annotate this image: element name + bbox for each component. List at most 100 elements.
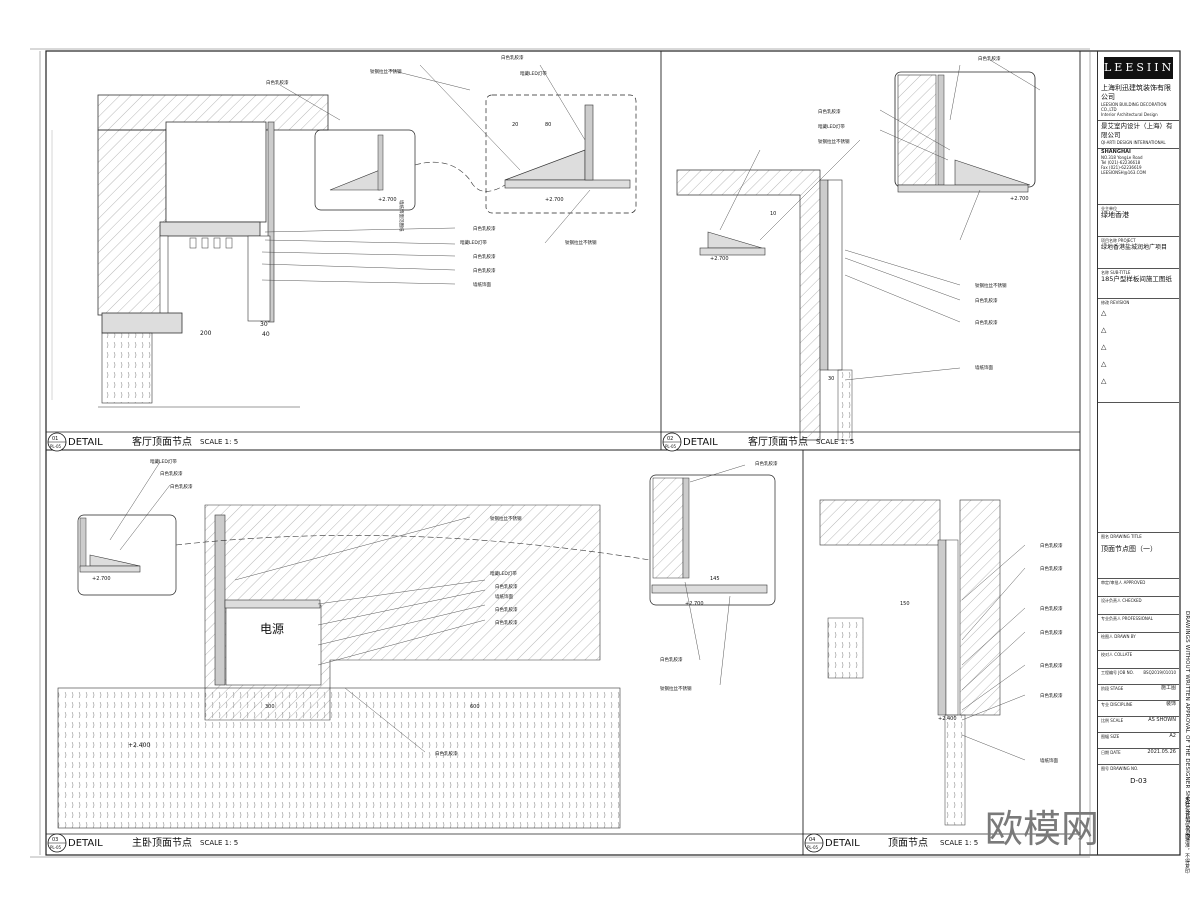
company-logo: LEESIIN (1104, 57, 1173, 79)
detail-04: 150 +2.400 白色乳胶漆 白色乳胶漆 白色乳胶漆 白色乳胶漆 白色乳胶漆… (819, 499, 1063, 826)
detail-01: 200 30 40 +2.700 +2.700 80 20 墙纸饰面见图纸 白色… (51, 54, 637, 408)
drawing-title: 顶面节点图（一） (1101, 545, 1157, 553)
tag-p4-paint-f: 白色乳胶漆 (1040, 692, 1063, 699)
caption-03-title: 主卧顶面节点 (132, 836, 192, 849)
company-en2: Interior Architectural Design (1101, 112, 1158, 117)
date-label: 日期 DATE (1101, 750, 1121, 755)
subtitle-label: 名称 SUB-TITLE (1101, 270, 1131, 275)
dim-30-p2: 30 (828, 376, 834, 382)
tag-p3-paint-e: 白色乳胶漆 (495, 619, 518, 626)
tag-p2-wallpaper: 墙纸饰面 (975, 364, 993, 371)
tag-p3-paint-a: 白色乳胶漆 (160, 470, 183, 477)
caption-02-scale: SCALE 1: 5 (816, 438, 854, 446)
caption-03-scale: SCALE 1: 5 (200, 839, 238, 847)
design-company-cn: 景艾室内设计（上海）有限公司 (1101, 122, 1173, 139)
tag-p2-paint-a: 白色乳胶漆 (978, 55, 1001, 62)
city: SHANGHAI (1101, 149, 1131, 155)
detail-02: +2.700 +2.700 10 30 白色乳胶漆 白色乳胶漆 暗藏LED灯带 … (676, 55, 1041, 441)
side-note-cn: 未经设计单位书面批准，不得复印 (1184, 796, 1190, 874)
designer-label: 专业负责人 PROFESSIONAL (1101, 616, 1153, 621)
drawing-set: 185户型样板间施工图纸 (1101, 275, 1172, 283)
drawing-title-label: 图名 DRAWING TITLE (1101, 534, 1142, 539)
level-p1a: +2.700 (378, 197, 397, 203)
discipline-value: 装饰 (1165, 701, 1176, 707)
company-cn: 上海利迅建筑装饰有限公司 (1101, 84, 1171, 101)
caption-03-ref: PL-05 (50, 845, 62, 850)
tag-p4-wallpaper: 墙纸饰面 (1040, 757, 1058, 764)
tag-p3-stainless: 钛钢拉丝不锈钢 (490, 515, 522, 522)
tag-p2-paint-c: 白色乳胶漆 (975, 297, 998, 304)
tag-p2-stainless: 钛钢拉丝不锈钢 (818, 138, 850, 145)
dim-80-p1: 80 (545, 122, 551, 128)
level-p4: +2.400 (938, 716, 957, 722)
company-en: LEESION BUILDING DECORATION CO.,LTD (1101, 102, 1167, 112)
tag-p3-led-b: 暗藏LED灯带 (490, 570, 517, 577)
client-label: 业主单位 (1101, 206, 1117, 211)
caption-04-number: 04 (809, 837, 815, 843)
level-p3a: +2.700 (92, 576, 111, 582)
tag-p2-stainless-b: 钛钢拉丝不锈钢 (975, 282, 1007, 289)
tag-p1-paint-d: 白色乳胶漆 (473, 253, 496, 260)
tag-p2-paint-d: 白色乳胶漆 (975, 319, 998, 326)
tag-p1-paint-a: 白色乳胶漆 (266, 79, 289, 86)
collate-label: 校对人 COLLATE (1101, 652, 1133, 657)
caption-01-ref: PL-05 (50, 444, 62, 449)
level-p3c: +2.400 (128, 742, 150, 749)
caption-02-title: 客厅顶面节点 (748, 435, 808, 448)
tag-p4-paint-e: 白色乳胶漆 (1040, 662, 1063, 669)
detail-03: 电源 +2.700 +2.700 +2.400 300 600 145 暗藏LE… (57, 458, 778, 829)
tag-p1-led-b: 暗藏LED灯带 (460, 239, 487, 246)
dim-300-p3: 300 (265, 704, 275, 710)
level-p3b: +2.700 (685, 601, 704, 607)
approved-label: 审定/审批人 APPROVED (1101, 580, 1146, 585)
tag-p3-paint-f: 白色乳胶漆 (435, 750, 458, 757)
tag-p3-paint-d: 白色乳胶漆 (495, 606, 518, 613)
side-note: DRAWINGS WITHOUT WRITTEN APPROVAL OF THE… (1180, 51, 1196, 874)
caption-02-ref: PL-05 (665, 444, 677, 449)
stage-label: 阶段 STAGE (1101, 686, 1124, 691)
tag-p3-paint-b: 白色乳胶漆 (170, 483, 193, 490)
tag-p2-paint-b: 白色乳胶漆 (818, 108, 841, 115)
stage-value: 施工图 (1160, 685, 1176, 691)
scale-value: AS SHOWN (1148, 717, 1176, 723)
tag-p1-wallpaper: 墙纸饰面 (473, 281, 491, 288)
caption-04: 04 PL-05 DETAIL 顶面节点 SCALE 1: 5 (804, 833, 978, 853)
side-note-en: DRAWINGS WITHOUT WRITTEN APPROVAL OF THE… (1184, 611, 1190, 841)
watermark: 欧模网 (985, 807, 1100, 851)
dim-20-p1: 20 (512, 122, 518, 128)
tag-p4-paint-d: 白色乳胶漆 (1040, 629, 1063, 636)
level-p2b: +2.700 (1010, 196, 1029, 202)
dim-600-p3: 600 (470, 704, 480, 710)
date-value: 2021.05.26 (1147, 749, 1176, 755)
tag-p1-stainless-b: 钛钢拉丝不锈钢 (565, 239, 597, 246)
drawing-no-label: 图号 DRAWING NO. (1101, 766, 1139, 771)
dim-145-p3: 145 (710, 576, 720, 582)
job-value: BSQ2019/01010 (1143, 670, 1176, 675)
tag-p2-led: 暗藏LED灯带 (818, 123, 845, 130)
caption-01: 01 PL-05 DETAIL 客厅顶面节点 SCALE 1: 5 (47, 432, 238, 452)
size-label: 图幅 SIZE (1101, 734, 1120, 739)
tag-p4-paint-a: 白色乳胶漆 (1040, 542, 1063, 549)
sheet-border (45, 50, 1181, 856)
power-label: 电源 (260, 622, 284, 636)
vertical-note-p1: 墙纸饰面见图纸 (398, 200, 405, 232)
caption-02-number: 02 (667, 436, 673, 442)
caption-01-title: 客厅顶面节点 (132, 435, 192, 448)
size-value: A2 (1169, 733, 1176, 739)
tag-p1-paint-b: 白色乳胶漆 (501, 54, 524, 61)
dim-200-p1: 200 (200, 330, 212, 337)
caption-03: 03 PL-05 DETAIL 主卧顶面节点 SCALE 1: 5 (47, 833, 238, 853)
tag-p3-paint-g: 白色乳胶漆 (755, 460, 778, 467)
fax: Fax (021)-62236619 (1101, 165, 1142, 170)
tag-p1-paint-c: 白色乳胶漆 (473, 225, 496, 232)
caption-04-scale: SCALE 1: 5 (940, 839, 978, 847)
caption-02: 02 PL-05 DETAIL 客厅顶面节点 SCALE 1: 5 (662, 432, 854, 452)
tag-p3-led: 暗藏LED灯带 (150, 458, 177, 465)
dim-150-p4: 150 (900, 601, 910, 607)
caption-04-label: DETAIL (825, 838, 860, 849)
client-value: 绿地香港 (1101, 211, 1129, 219)
project-value: 绿地香港盐城润地广项目 (1101, 244, 1168, 251)
tag-p4-paint-b: 白色乳胶漆 (1040, 565, 1063, 572)
scale-label: 比例 SCALE (1101, 718, 1124, 723)
